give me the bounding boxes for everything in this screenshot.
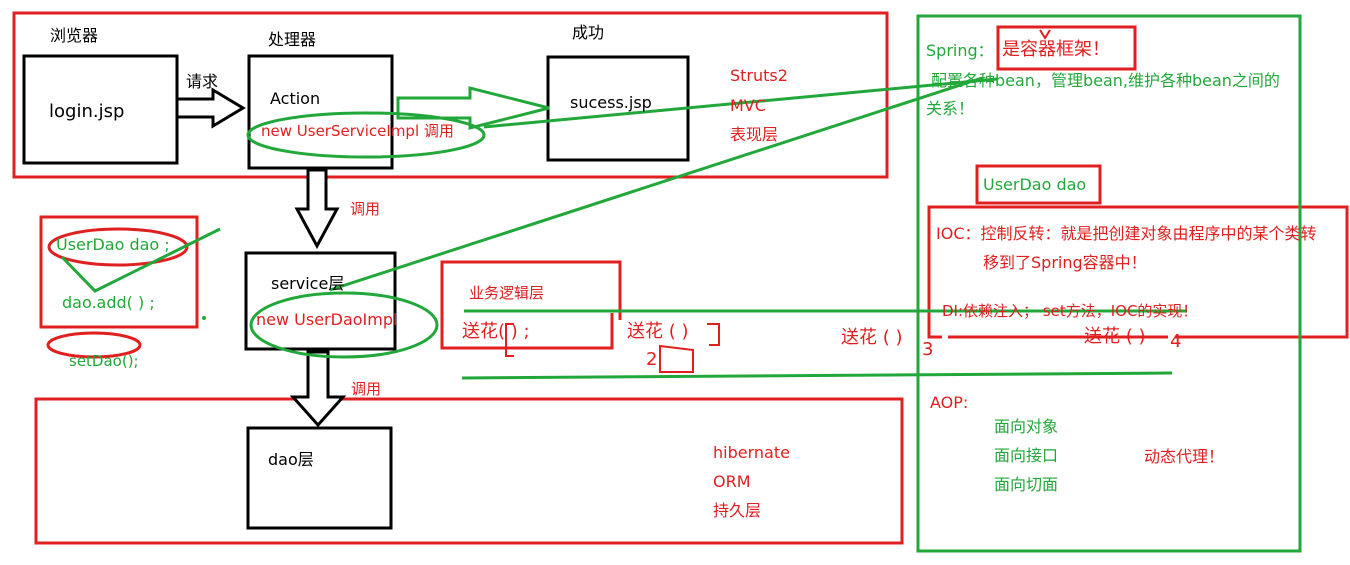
browser-title: 浏览器 [50, 26, 99, 45]
success-arrow [396, 86, 550, 130]
handler-title: 处理器 [268, 30, 317, 49]
send-flower-1: 送花( ) ; [462, 321, 530, 342]
di-line: DI:依赖注入； set方法，IOC的实现！ [942, 302, 1198, 320]
success-title: 成功 [572, 23, 605, 42]
request-label: 请求 [186, 72, 219, 91]
presentation-layer-frame [12, 11, 889, 179]
spring-description-2: 关系！ [926, 99, 975, 118]
send-flower-4: 送花 ( ) [1084, 326, 1146, 347]
persistence-layer-label: 持久层 [713, 501, 762, 520]
call-label-top: 调用 [350, 200, 381, 218]
presentation-layer-label: 表现层 [730, 125, 779, 144]
left-notes-frame [39, 215, 199, 329]
scribble-3: 3 [922, 339, 934, 360]
spring-highlight-frame [996, 25, 1137, 71]
request-arrow [175, 87, 246, 129]
scribble-2: 2 [646, 349, 658, 370]
bracket-1 [505, 323, 514, 357]
success-jsp-label: sucess.jsp [570, 93, 652, 112]
call-arrow-action-to-service [294, 168, 340, 250]
userdao-frame [975, 164, 1102, 205]
call-label-bottom: 调用 [351, 380, 382, 398]
aop-aspect: 面向切面 [994, 475, 1059, 494]
service-layer-label: service层 [271, 274, 345, 293]
scribble-box [659, 344, 694, 373]
login-jsp-label: login.jsp [49, 101, 125, 122]
ioc-frame [927, 205, 1349, 339]
aop-oop: 面向对象 [994, 417, 1059, 436]
set-dao-text: setDao(); [69, 352, 139, 370]
scribble-4: 4 [1170, 331, 1182, 352]
hibernate-label: hibernate [713, 443, 790, 462]
mvc-label: MVC [730, 96, 766, 115]
service-to-spring-line [329, 76, 983, 292]
ioc-line-1: IOC：控制反转：就是把创建对象由程序中的某个类转 [936, 224, 1317, 243]
action-label: Action [270, 89, 321, 108]
persistence-layer-frame [34, 397, 904, 545]
spring-prefix: Spring： [926, 41, 994, 60]
spring-highlight: 是容器框架！ [1002, 39, 1110, 60]
aop-interface: 面向接口 [994, 446, 1059, 465]
ioc-line-2: 移到了Spring容器中！ [983, 253, 1147, 272]
spring-description-1: 配置各种bean，管理bean,维护各种bean之间的 [931, 71, 1280, 90]
business-layer-frame [440, 260, 622, 350]
userdao-field-text: UserDao dao ; [56, 235, 170, 254]
setdao-highlight [46, 331, 142, 359]
action-to-spring-line [483, 77, 998, 129]
check-mark [60, 227, 221, 293]
send-flower-3: 送花 ( ) [841, 327, 903, 348]
action-new-highlight [246, 111, 486, 159]
dot [202, 316, 206, 320]
tick-mark [1039, 29, 1051, 40]
spring-container-frame [916, 14, 1302, 553]
action-call-text: new UserServiceImpl 调用 [261, 122, 454, 140]
dao-layer-label: dao层 [268, 450, 314, 469]
business-layer-title: 业务逻辑层 [469, 284, 545, 302]
dao-add-text: dao.add( ) ; [62, 293, 155, 312]
dynamic-proxy-label: 动态代理！ [1144, 447, 1225, 466]
struts-label: Struts2 [730, 66, 788, 85]
aop-title: AOP: [930, 393, 969, 412]
send-flower-2: 送花 ( ) [627, 321, 689, 342]
bracket-2 [707, 323, 720, 346]
call-arrow-service-to-dao [289, 350, 347, 428]
service-layer-box [244, 251, 397, 351]
flower-rail-bottom [461, 371, 1173, 380]
service-new-highlight [249, 291, 439, 359]
dao-layer-box [246, 426, 393, 530]
service-new-text: new UserDaoImpl [256, 310, 398, 329]
orm-label: ORM [713, 472, 751, 491]
userdao-box-label: UserDao dao [983, 175, 1087, 194]
